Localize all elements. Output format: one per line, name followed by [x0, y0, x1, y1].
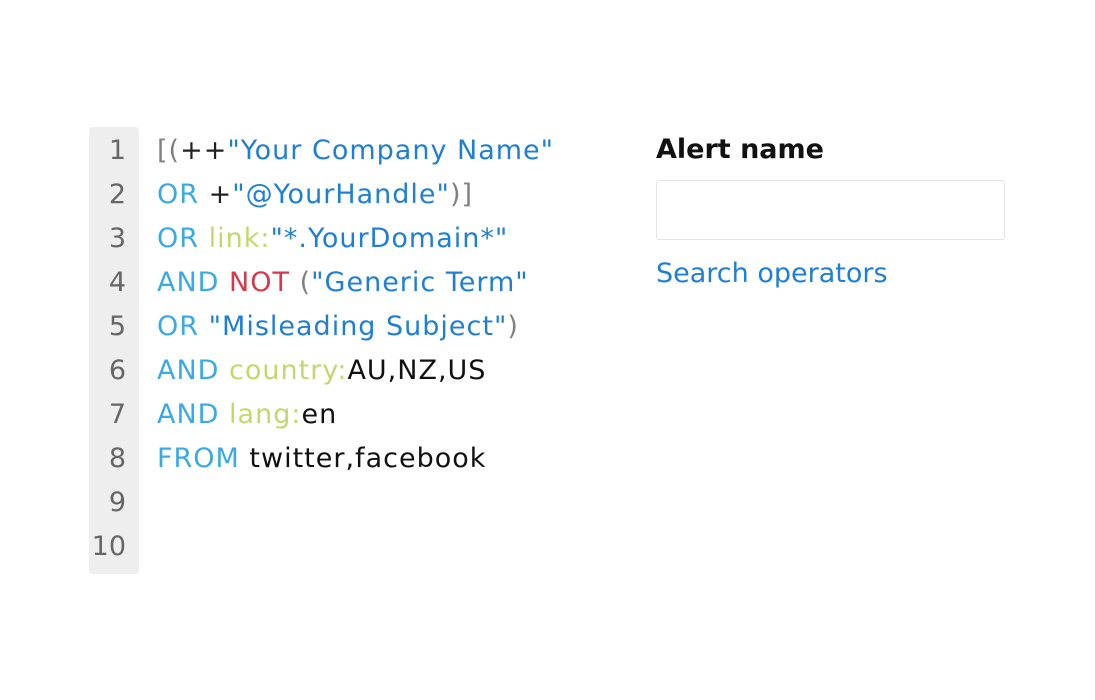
line-number: 5	[108, 311, 126, 342]
search-operators-link[interactable]: Search operators	[656, 258, 888, 289]
code-token-bracket: (	[299, 267, 312, 298]
code-token-op: ++	[180, 135, 228, 166]
code-line[interactable]: AND country:AU,NZ,US	[157, 353, 627, 397]
line-number: 7	[108, 399, 126, 430]
code-token-keyword: OR	[157, 179, 209, 210]
code-line[interactable]: [(++"Your Company Name"	[157, 133, 627, 177]
code-token-string: "Generic Term"	[311, 267, 529, 298]
code-token-bracket: [(	[157, 135, 181, 166]
line-number-gutter: 1 2 3 4 5 6 7 8 9 10	[89, 127, 139, 574]
code-line[interactable]: AND lang:en	[157, 397, 627, 441]
code-token-bracket: )	[507, 311, 519, 342]
code-line[interactable]: OR "Misleading Subject")	[157, 309, 627, 353]
code-line[interactable]: OR link:"*.YourDomain*"	[157, 221, 627, 265]
code-token-keyword: FROM	[157, 443, 250, 474]
code-line[interactable]: AND NOT ("Generic Term"	[157, 265, 627, 309]
code-token-keyword: AND	[157, 399, 230, 430]
code-line[interactable]: FROM twitter,facebook	[157, 441, 627, 485]
code-line[interactable]	[157, 485, 627, 529]
code-token-string: "Your Company Name"	[227, 135, 555, 166]
line-number: 2	[108, 179, 126, 210]
code-token-bracket: )]	[449, 179, 474, 210]
code-token-plain: AU,NZ,US	[347, 355, 487, 386]
code-token-plain: en	[301, 399, 338, 430]
code-token-field: link:	[208, 223, 271, 254]
line-number: 9	[108, 487, 126, 518]
alert-form: Alert name Search operators	[656, 128, 1006, 294]
code-token-keyword: OR	[157, 223, 209, 254]
alert-name-input[interactable]	[656, 180, 1005, 240]
code-line[interactable]	[157, 529, 627, 573]
code-token-keyword: AND	[157, 267, 230, 298]
line-number: 4	[108, 267, 126, 298]
code-token-string: "*.YourDomain*"	[270, 223, 509, 254]
code-token-keyword: OR	[157, 311, 209, 342]
line-number: 10	[91, 531, 126, 562]
code-token-field: country:	[229, 355, 348, 386]
code-token-string: "Misleading Subject"	[208, 311, 508, 342]
alert-name-label: Alert name	[656, 134, 824, 165]
query-code-area[interactable]: [(++"Your Company Name"OR +"@YourHandle"…	[157, 133, 627, 573]
code-token-field: lang:	[229, 399, 302, 430]
code-token-op: +	[208, 179, 233, 210]
code-line[interactable]: OR +"@YourHandle")]	[157, 177, 627, 221]
line-number: 6	[108, 355, 126, 386]
code-token-keyword: AND	[157, 355, 230, 386]
line-number: 8	[108, 443, 126, 474]
code-token-plain: twitter,facebook	[249, 443, 487, 474]
code-token-string: "@YourHandle"	[232, 179, 450, 210]
line-number: 3	[108, 223, 126, 254]
code-token-not: NOT	[229, 267, 300, 298]
line-number: 1	[108, 135, 126, 166]
